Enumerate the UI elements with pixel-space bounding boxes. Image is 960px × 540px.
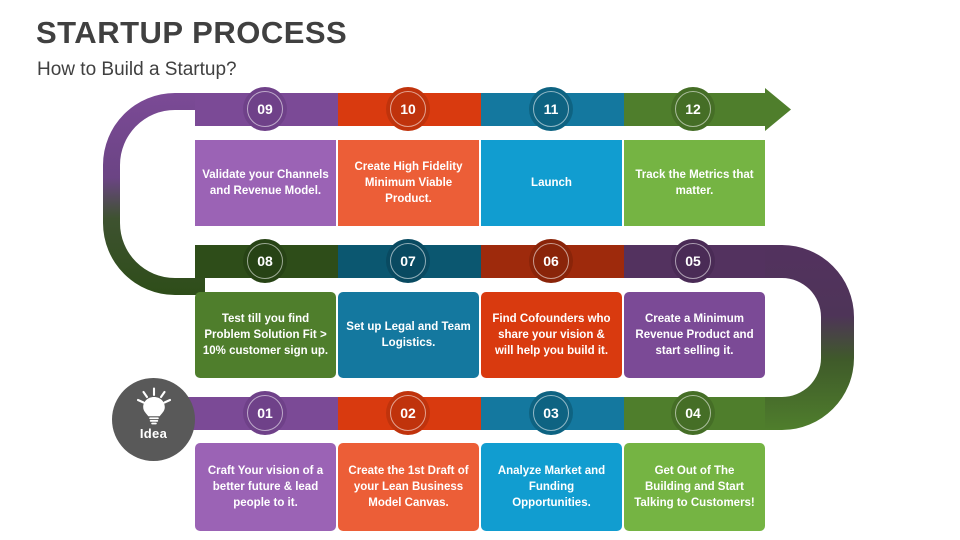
arrow-head-icon: [765, 88, 791, 131]
step-number: 11: [543, 101, 559, 117]
step-card-11[interactable]: Launch: [481, 140, 622, 226]
step-badge-11[interactable]: 11: [529, 87, 573, 131]
step-badge-02[interactable]: 02: [386, 391, 430, 435]
step-badge-09[interactable]: 09: [243, 87, 287, 131]
step-badge-12[interactable]: 12: [671, 87, 715, 131]
step-card-06[interactable]: Find Cofounders who share your vision & …: [481, 292, 622, 378]
step-card-08[interactable]: Test till you find Problem Solution Fit …: [195, 292, 336, 378]
step-number: 05: [685, 253, 701, 269]
idea-node[interactable]: Idea: [112, 378, 195, 461]
connector-right-curve: [752, 245, 854, 430]
step-badge-08[interactable]: 08: [243, 239, 287, 283]
step-badge-03[interactable]: 03: [529, 391, 573, 435]
step-card-07[interactable]: Set up Legal and Team Logistics.: [338, 292, 479, 378]
lightbulb-icon: [136, 387, 172, 425]
step-card-01[interactable]: Craft Your vision of a better future & l…: [195, 443, 336, 531]
step-badge-01[interactable]: 01: [243, 391, 287, 435]
step-badge-05[interactable]: 05: [671, 239, 715, 283]
page-title: STARTUP PROCESS: [36, 15, 348, 50]
step-badge-07[interactable]: 07: [386, 239, 430, 283]
step-number: 04: [685, 405, 701, 421]
step-number: 10: [400, 101, 416, 117]
step-number: 08: [257, 253, 273, 269]
page-subtitle: How to Build a Startup?: [37, 59, 237, 80]
step-card-03[interactable]: Analyze Market and Funding Opportunities…: [481, 443, 622, 531]
step-number: 02: [400, 405, 416, 421]
step-card-09[interactable]: Validate your Channels and Revenue Model…: [195, 140, 336, 226]
step-card-05[interactable]: Create a Minimum Revenue Product and sta…: [624, 292, 765, 378]
step-card-04[interactable]: Get Out of The Building and Start Talkin…: [624, 443, 765, 531]
step-number: 06: [543, 253, 559, 269]
step-badge-10[interactable]: 10: [386, 87, 430, 131]
step-number: 03: [543, 405, 559, 421]
step-card-02[interactable]: Create the 1st Draft of your Lean Busine…: [338, 443, 479, 531]
idea-label: Idea: [139, 426, 168, 441]
step-badge-04[interactable]: 04: [671, 391, 715, 435]
step-number: 09: [257, 101, 273, 117]
connector-left-curve: [103, 93, 205, 295]
step-card-10[interactable]: Create High Fidelity Minimum Viable Prod…: [338, 140, 479, 226]
step-card-12[interactable]: Track the Metrics that matter.: [624, 140, 765, 226]
step-number: 01: [257, 405, 273, 421]
step-number: 12: [685, 101, 701, 117]
step-badge-06[interactable]: 06: [529, 239, 573, 283]
step-number: 07: [400, 253, 416, 269]
